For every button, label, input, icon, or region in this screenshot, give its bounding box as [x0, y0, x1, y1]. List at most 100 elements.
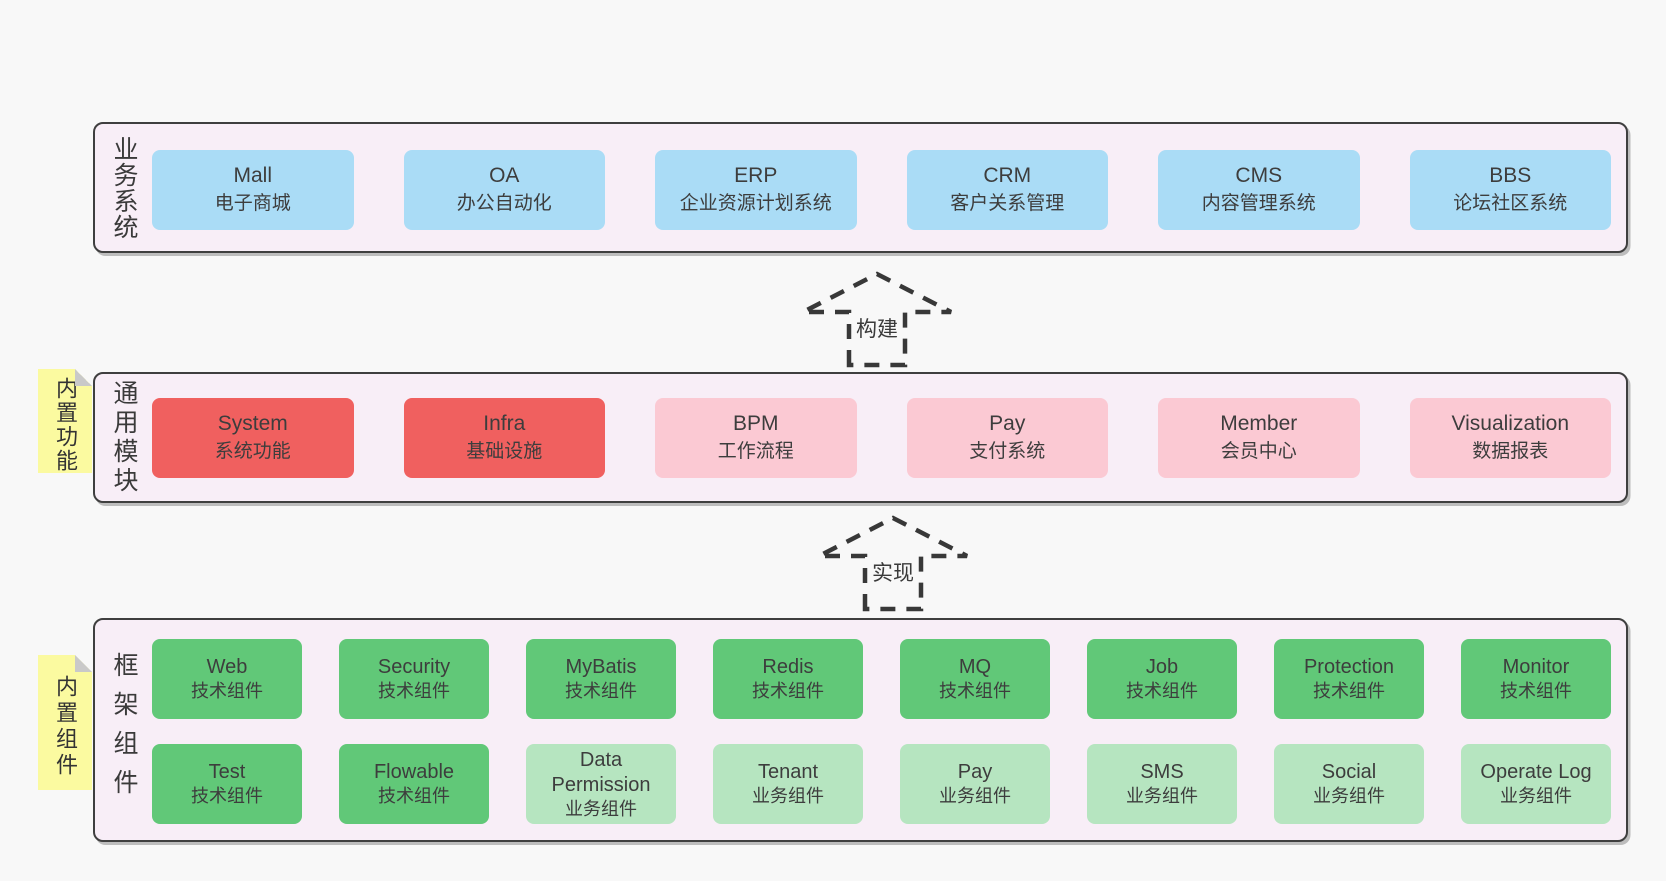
box-subtitle: 技术组件: [378, 786, 450, 807]
dashed-up-arrow-icon: [817, 515, 969, 612]
sticky-note-builtin-components: 内置组件: [38, 655, 92, 790]
box-title: OA: [489, 164, 520, 188]
box-title: Protection: [1303, 656, 1395, 679]
box-title: System: [217, 412, 288, 436]
box-tenant: Tenant 业务组件: [713, 744, 863, 824]
sticky-note-label: 内置功能: [53, 377, 78, 473]
box-cms: CMS 内容管理系统: [1158, 150, 1360, 230]
panel-title: 框架组件: [110, 652, 138, 808]
box-bbs: BBS 论坛社区系统: [1409, 150, 1611, 230]
box-title: Security: [377, 656, 451, 679]
box-subtitle: 内容管理系统: [1201, 193, 1316, 215]
box-visualization: Visualization 数据报表: [1409, 398, 1611, 478]
box-job: Job 技术组件: [1087, 639, 1237, 719]
box-title: Social: [1321, 761, 1377, 784]
panel-title: 业务系统: [110, 135, 138, 240]
box-title: Data Permission: [551, 748, 651, 796]
box-title: Mall: [233, 164, 272, 188]
box-subtitle: 业务组件: [1126, 786, 1198, 807]
box-title: Monitor: [1502, 656, 1570, 679]
box-subtitle: 企业资源计划系统: [679, 193, 832, 215]
box-title: Pay: [989, 412, 1026, 436]
box-subtitle: 基础设施: [466, 441, 543, 463]
box-subtitle: 业务组件: [1500, 786, 1572, 807]
box-sms: SMS 业务组件: [1087, 744, 1237, 824]
box-subtitle: 技术组件: [939, 681, 1011, 702]
box-bpm: BPM 工作流程: [655, 398, 857, 478]
box-subtitle: 技术组件: [752, 681, 824, 702]
business-box-row: Mall 电子商城 OA 办公自动化 ERP 企业资源计划系统 CRM 客户关系…: [152, 150, 1611, 230]
box-title: Member: [1220, 412, 1298, 436]
framework-box-row-1: Web 技术组件 Security 技术组件 MyBatis 技术组件 Redi…: [152, 639, 1611, 719]
box-subtitle: 电子商城: [214, 193, 291, 215]
sticky-note-builtin-features: 内置功能: [38, 369, 92, 473]
box-subtitle: 技术组件: [1313, 681, 1385, 702]
box-subtitle: 技术组件: [378, 681, 450, 702]
sticky-note-label: 内置组件: [53, 674, 78, 779]
panel-common-modules: 通用模块 System 系统功能 Infra 基础设施 BPM 工作流程 Pay…: [93, 372, 1628, 503]
box-subtitle: 数据报表: [1472, 441, 1549, 463]
box-redis: Redis 技术组件: [713, 639, 863, 719]
box-subtitle: 技术组件: [1500, 681, 1572, 702]
box-data-permission: Data Permission 业务组件: [526, 744, 676, 824]
box-member: Member 会员中心: [1158, 398, 1360, 478]
box-mall: Mall 电子商城: [152, 150, 354, 230]
box-operate-log: Operate Log 业务组件: [1461, 744, 1611, 824]
box-system: System 系统功能: [152, 398, 354, 478]
box-subtitle: 业务组件: [939, 786, 1011, 807]
build-arrow: 构建: [797, 270, 957, 368]
box-mybatis: MyBatis 技术组件: [526, 639, 676, 719]
box-protection: Protection 技术组件: [1274, 639, 1424, 719]
box-subtitle: 客户关系管理: [950, 193, 1065, 215]
build-arrow-label: 构建: [852, 313, 902, 343]
dashed-up-arrow-icon: [801, 271, 953, 368]
box-subtitle: 技术组件: [1126, 681, 1198, 702]
box-social: Social 业务组件: [1274, 744, 1424, 824]
box-infra: Infra 基础设施: [403, 398, 605, 478]
box-test: Test 技术组件: [152, 744, 302, 824]
box-title: ERP: [734, 164, 778, 188]
box-subtitle: 技术组件: [191, 681, 263, 702]
box-flowable: Flowable 技术组件: [339, 744, 489, 824]
box-crm: CRM 客户关系管理: [906, 150, 1108, 230]
box-subtitle: 办公自动化: [456, 193, 552, 215]
panel-title: 通用模块: [110, 379, 138, 496]
box-title: Visualization: [1451, 412, 1570, 436]
box-oa: OA 办公自动化: [403, 150, 605, 230]
box-security: Security 技术组件: [339, 639, 489, 719]
box-title: BPM: [732, 412, 779, 436]
box-subtitle: 业务组件: [1313, 786, 1385, 807]
box-subtitle: 业务组件: [565, 798, 637, 819]
box-title: Test: [208, 761, 246, 784]
box-web: Web 技术组件: [152, 639, 302, 719]
box-subtitle: 系统功能: [214, 441, 291, 463]
box-subtitle: 支付系统: [969, 441, 1046, 463]
box-mq: MQ 技术组件: [900, 639, 1050, 719]
panel-framework-components: 框架组件 Web 技术组件 Security 技术组件 MyBatis 技术组件…: [93, 618, 1628, 842]
box-title: CMS: [1235, 164, 1283, 188]
box-title: Operate Log: [1480, 761, 1592, 784]
box-title: Web: [206, 656, 248, 679]
box-pay-module: Pay 支付系统: [906, 398, 1108, 478]
framework-box-row-2: Test 技术组件 Flowable 技术组件 Data Permission …: [152, 744, 1611, 824]
box-title: Tenant: [757, 761, 819, 784]
box-subtitle: 技术组件: [565, 681, 637, 702]
box-pay-component: Pay 业务组件: [900, 744, 1050, 824]
box-title: MyBatis: [565, 656, 637, 679]
box-erp: ERP 企业资源计划系统: [655, 150, 857, 230]
box-subtitle: 论坛社区系统: [1453, 193, 1568, 215]
box-title: Job: [1145, 656, 1179, 679]
implement-arrow-label: 实现: [868, 557, 918, 587]
box-title: Infra: [483, 412, 526, 436]
box-title: MQ: [958, 656, 992, 679]
modules-box-row: System 系统功能 Infra 基础设施 BPM 工作流程 Pay 支付系统…: [152, 398, 1611, 478]
box-title: CRM: [983, 164, 1032, 188]
box-title: SMS: [1140, 761, 1184, 784]
box-subtitle: 会员中心: [1220, 441, 1297, 463]
box-subtitle: 技术组件: [191, 786, 263, 807]
box-title: Flowable: [373, 761, 455, 784]
box-title: Pay: [957, 761, 993, 784]
panel-business-systems: 业务系统 Mall 电子商城 OA 办公自动化 ERP 企业资源计划系统 CRM…: [93, 122, 1628, 253]
box-subtitle: 工作流程: [717, 441, 794, 463]
